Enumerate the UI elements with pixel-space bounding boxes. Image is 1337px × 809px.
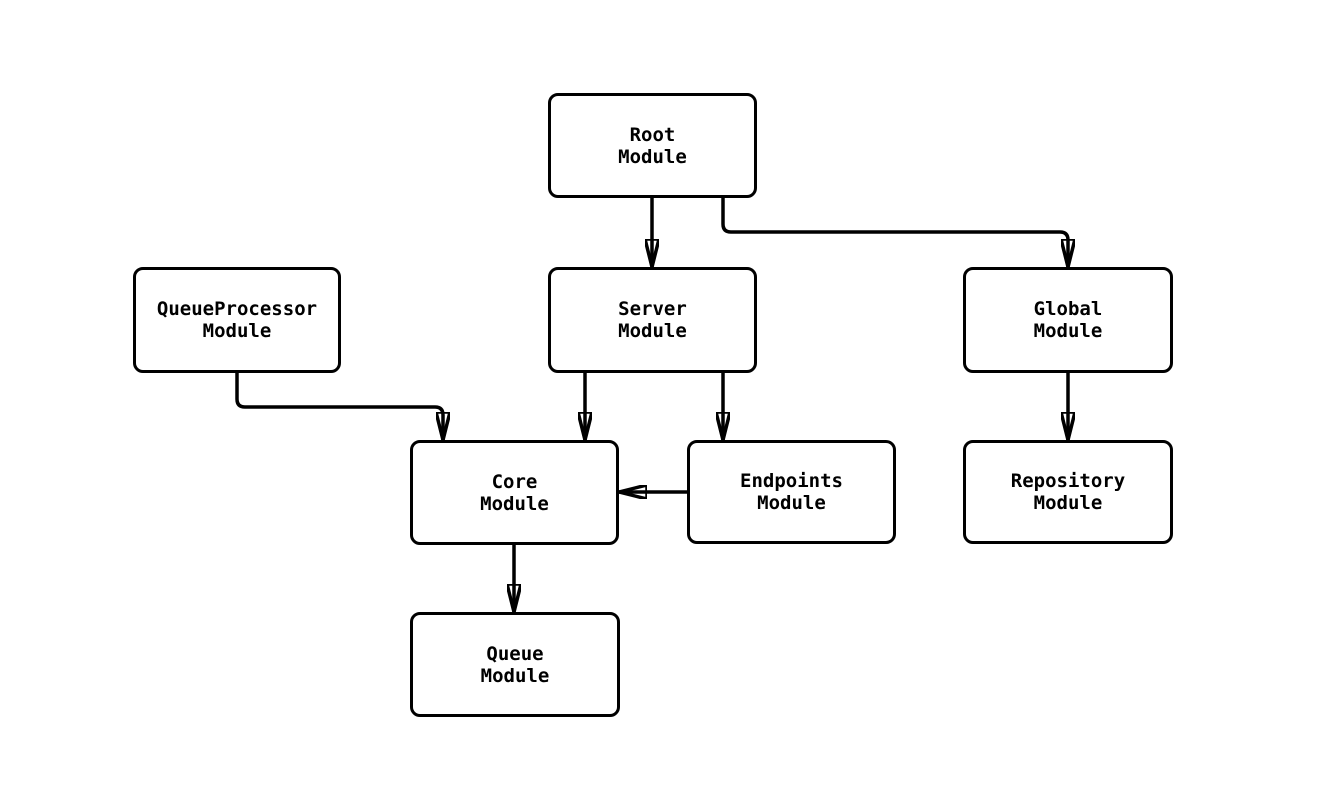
node-server-module: Server Module — [548, 267, 757, 373]
node-label: Global Module — [1033, 298, 1103, 342]
node-global-module: Global Module — [963, 267, 1173, 373]
node-label: Root Module — [618, 123, 687, 168]
node-label: Repository Module — [1010, 470, 1126, 514]
node-core-module: Core Module — [410, 440, 619, 545]
node-label: Server Module — [618, 298, 687, 342]
edge-root-to-global — [721, 198, 1068, 267]
node-root-module: Root Module — [548, 93, 757, 198]
node-queue-module: Queue Module — [410, 612, 620, 717]
node-queueprocessor-module: QueueProcessor Module — [133, 267, 341, 373]
edge-queueprocessor-to-core — [235, 373, 443, 440]
node-endpoints-module: Endpoints Module — [687, 440, 896, 544]
node-label: Endpoints Module — [740, 470, 843, 514]
node-label: Queue Module — [480, 642, 550, 687]
node-label: QueueProcessor Module — [156, 298, 318, 342]
node-repository-module: Repository Module — [963, 440, 1173, 544]
node-label: Core Module — [480, 470, 549, 515]
